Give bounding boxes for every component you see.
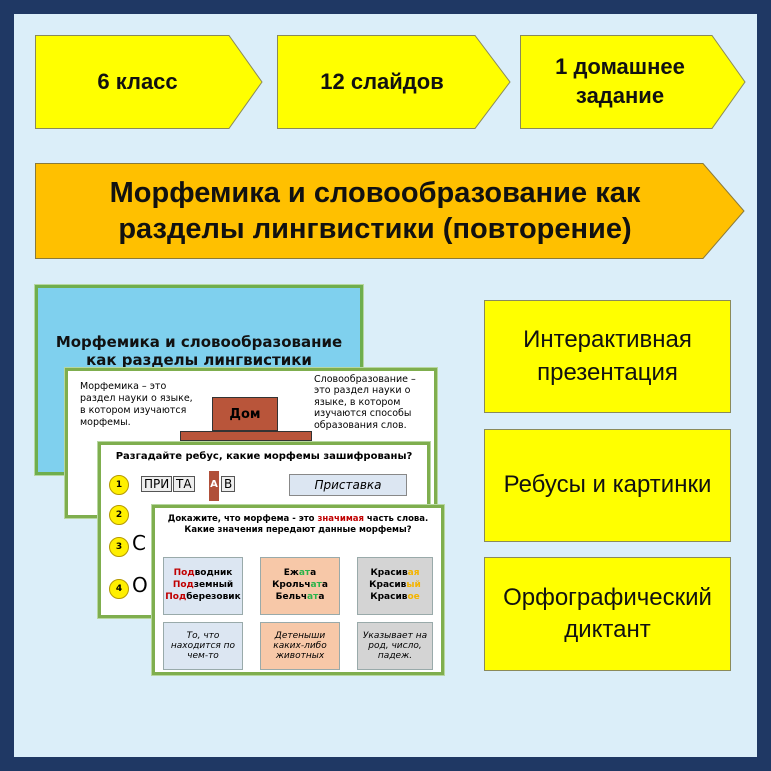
badge-label: 6 класс — [97, 69, 178, 94]
slide-title-part: часть слова. — [363, 514, 429, 524]
badge-homework: 1 домашнее задание — [520, 35, 746, 129]
feature-interactive-presentation: Интерактивная презентация — [484, 300, 731, 413]
number-badge: 2 — [109, 505, 129, 525]
meaning-cell: Указывает на род, число, падеж. — [357, 622, 433, 670]
meaning-cell: Детеныши каких-либо животных — [260, 622, 340, 670]
slide-title-part: Докажите, что морфема - это — [167, 514, 318, 524]
badge-slides: 12 слайдов — [277, 35, 511, 129]
slide-subtitle: Какие значения передают данные морфемы? — [184, 525, 412, 536]
feature-dictation: Орфографический диктант — [484, 557, 731, 671]
lesson-title: Морфемика и словообразование как разделы… — [109, 176, 641, 245]
rebus-card: А — [209, 471, 219, 501]
rebus-card: ПРИ — [141, 476, 173, 492]
badge-label: 1 домашнее задание — [555, 54, 685, 108]
answer-box: Приставка — [289, 474, 407, 496]
number-badge: 3 — [109, 537, 129, 557]
lesson-title-banner: Морфемика и словообразование как разделы… — [35, 163, 745, 259]
house-base — [180, 431, 312, 441]
house-word: Дом — [212, 397, 278, 431]
partial-text: С — [132, 531, 146, 555]
slide-title: Морфемика и словообразование как разделы… — [55, 333, 343, 369]
slide-preview-4: Докажите, что морфема - это значимая час… — [152, 505, 444, 675]
badge-grade: 6 класс — [35, 35, 263, 129]
slide-text-right: Словообразование – это раздел науки о яз… — [314, 374, 416, 431]
rebus-card: ТА — [173, 476, 195, 492]
slide-title: Разгадайте ребус, какие морфемы зашифров… — [115, 451, 413, 462]
number-badge: 4 — [109, 579, 129, 599]
feature-rebuses-pictures: Ребусы и картинки — [484, 429, 731, 542]
meaning-cell: То, что находится по чем-то — [163, 622, 243, 670]
badge-label: 12 слайдов — [320, 69, 444, 94]
number-badge: 1 — [109, 475, 129, 495]
highlight-word: значимая — [317, 514, 364, 524]
partial-text: О — [132, 573, 148, 597]
rebus-card: В — [221, 476, 236, 492]
slide-text-left: Морфемика – это раздел науки о языке, в … — [80, 381, 193, 428]
